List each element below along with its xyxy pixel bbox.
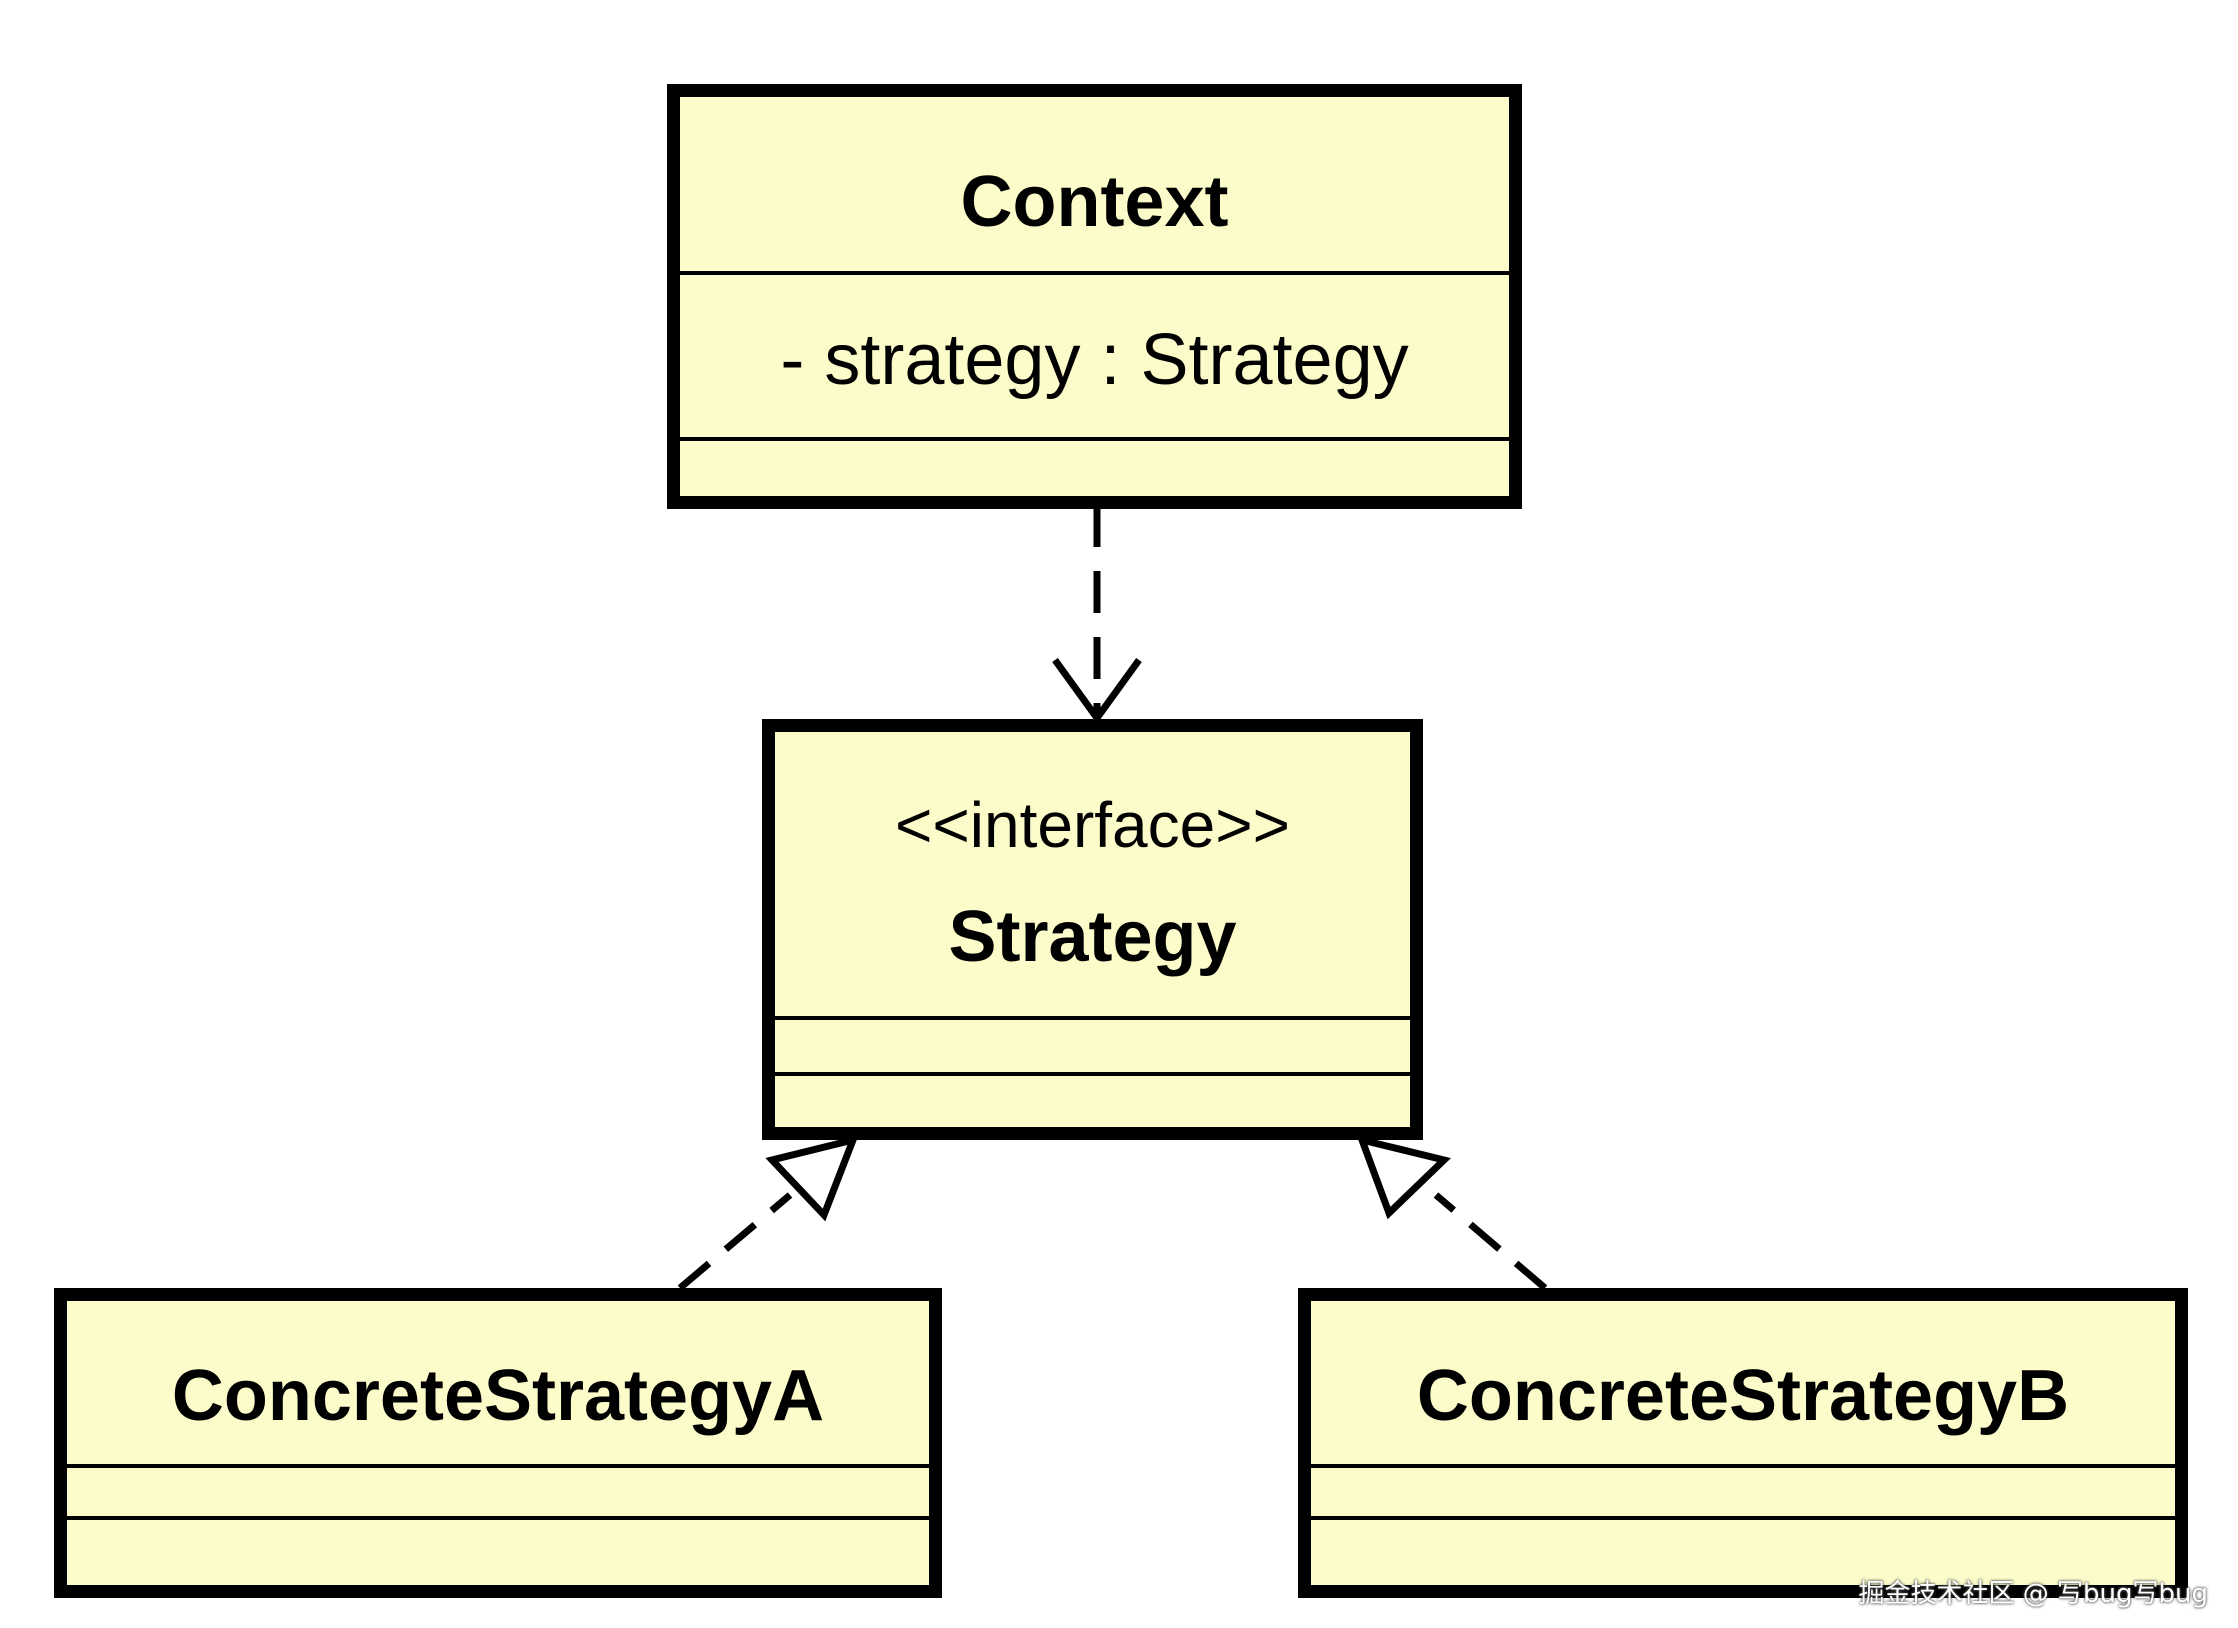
compartment-divider [775, 1072, 1410, 1076]
class-name-strategy: Strategy [948, 897, 1237, 977]
watermark: 掘金技术社区 @ 写bug写bug [1858, 1579, 2208, 1609]
interface-strategy: <<interface>> Strategy [762, 719, 1423, 1140]
attribute-strategy: - strategy : Strategy [780, 320, 1409, 400]
compartment-divider [67, 1464, 929, 1468]
dependency-arrow-context-strategy [1052, 505, 1142, 724]
realization-arrow-a-strategy [677, 1134, 859, 1291]
class-concrete-strategy-b: ConcreteStrategyB [1298, 1288, 2188, 1598]
class-name-concrete-b: ConcreteStrategyB [1416, 1356, 2070, 1436]
compartment-divider [680, 437, 1509, 441]
compartment-divider [680, 271, 1509, 275]
class-context: Context - strategy : Strategy [667, 84, 1522, 509]
compartment-divider [67, 1516, 929, 1520]
stereotype-label: <<interface>> [895, 789, 1290, 861]
compartment-divider [775, 1016, 1410, 1020]
realization-arrow-b-strategy [1356, 1135, 1548, 1291]
class-name-context: Context [960, 162, 1229, 242]
compartment-divider [1311, 1464, 2175, 1468]
compartment-divider [1311, 1516, 2175, 1520]
class-name-concrete-a: ConcreteStrategyA [171, 1356, 825, 1436]
class-concrete-strategy-a: ConcreteStrategyA [54, 1288, 942, 1598]
